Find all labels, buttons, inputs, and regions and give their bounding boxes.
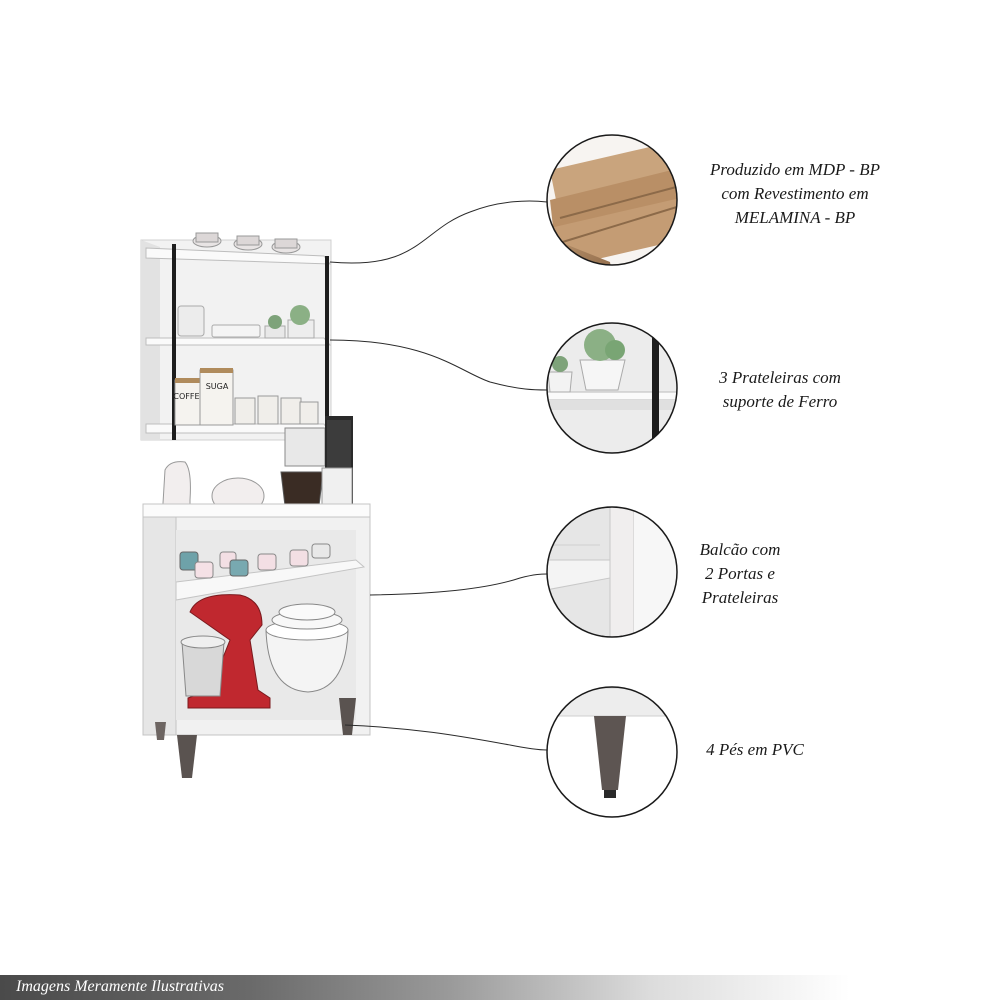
callout-text-material: Produzido em MDP - BP com Revestimento e… [710, 160, 880, 227]
callout-text-counter: Balcão com 2 Portas e Prateleiras [699, 540, 781, 607]
stand-mixer [180, 594, 271, 709]
iron-support-left [172, 244, 176, 440]
cups-top [192, 232, 301, 254]
footer-disclaimer: Imagens Meramente Ilustrativas [16, 978, 224, 995]
counter-inner-shelf [175, 559, 366, 601]
leg-back-left [155, 722, 166, 740]
callout-circle-counter [546, 506, 678, 638]
callout-border-counter [546, 506, 678, 638]
callout-circle-feet [546, 686, 678, 818]
plates-and-plants [177, 305, 315, 339]
callout-border-shelves [546, 322, 678, 454]
leader-lines [329, 200, 548, 751]
leg-front-left [177, 735, 197, 778]
counter-top [142, 503, 371, 518]
callout-circle-material [546, 134, 678, 266]
furniture-illustration: COFFEE SUGA [140, 232, 371, 778]
cups-counter-shelf [179, 543, 331, 579]
mixing-bowls [265, 603, 349, 693]
canisters: COFFEE SUGA [173, 368, 319, 426]
shelf-top [145, 247, 332, 265]
iron-support-right [325, 256, 329, 428]
callout-circle-shelves [546, 322, 678, 454]
counter-side-panel [142, 516, 177, 736]
leader-line-shelves [329, 339, 548, 391]
callout-text-shelves: 3 Prateleiras com suporte de Ferro [719, 368, 841, 411]
leader-line-feet [344, 724, 548, 751]
callout-border-material [546, 134, 678, 266]
callout-text-feet: 4 Pés em PVC [706, 740, 804, 759]
coffee-maker [280, 416, 353, 509]
coffee-label: COFFEE [173, 392, 204, 401]
leader-line-counter [369, 573, 548, 596]
footer-banner: Imagens Meramente Ilustrativas [0, 975, 1000, 1000]
leader-line-material [329, 200, 548, 264]
sugar-label: SUGA [206, 382, 229, 391]
callout-border-feet [546, 686, 678, 818]
